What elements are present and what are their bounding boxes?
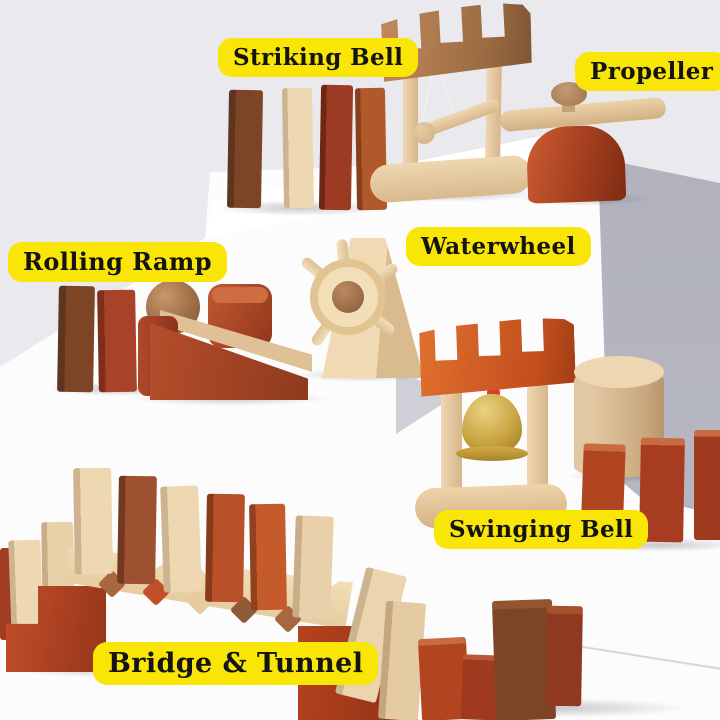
striking-bell-pendulum-knob — [413, 122, 435, 144]
waterwheel-hub — [332, 281, 364, 313]
red-cylinder-top-face — [212, 287, 268, 303]
label-waterwheel-text: Waterwheel — [421, 233, 576, 260]
label-bridge-tunnel-text: Bridge & Tunnel — [108, 648, 364, 679]
label-striking-bell: Striking Bell — [218, 38, 419, 77]
swinging-bell-post-right — [527, 380, 548, 492]
label-rolling-ramp-text: Rolling Ramp — [23, 247, 212, 276]
domino — [318, 84, 354, 211]
label-waterwheel: Waterwheel — [406, 227, 591, 266]
domino — [117, 475, 157, 585]
swinging-bell-crenellated-top — [419, 317, 576, 396]
domino — [281, 87, 315, 209]
domino — [545, 605, 583, 707]
domino — [292, 515, 334, 619]
bell-gold-rim — [456, 446, 528, 461]
bell-gold-dome — [462, 394, 522, 454]
label-rolling-ramp: Rolling Ramp — [8, 242, 227, 282]
domino — [73, 467, 113, 575]
label-striking-bell-text: Striking Bell — [233, 44, 404, 71]
domino — [249, 503, 287, 611]
label-swinging-bell-text: Swinging Bell — [449, 516, 634, 543]
domino — [160, 485, 202, 593]
label-propeller: Propeller — [575, 52, 720, 91]
domino — [226, 89, 264, 209]
label-propeller-text: Propeller — [590, 58, 714, 85]
domino — [97, 289, 137, 393]
waterwheel-disc — [310, 259, 386, 335]
domino — [694, 430, 720, 540]
propeller-dome-base — [525, 124, 627, 204]
wood-cylinder-top — [574, 356, 664, 388]
striking-bell-post-left — [403, 60, 418, 175]
label-swinging-bell: Swinging Bell — [434, 510, 649, 549]
domino — [57, 285, 95, 393]
label-bridge-tunnel: Bridge & Tunnel — [93, 642, 379, 685]
swinging-bell-post-left — [441, 384, 462, 496]
domino — [205, 493, 245, 603]
